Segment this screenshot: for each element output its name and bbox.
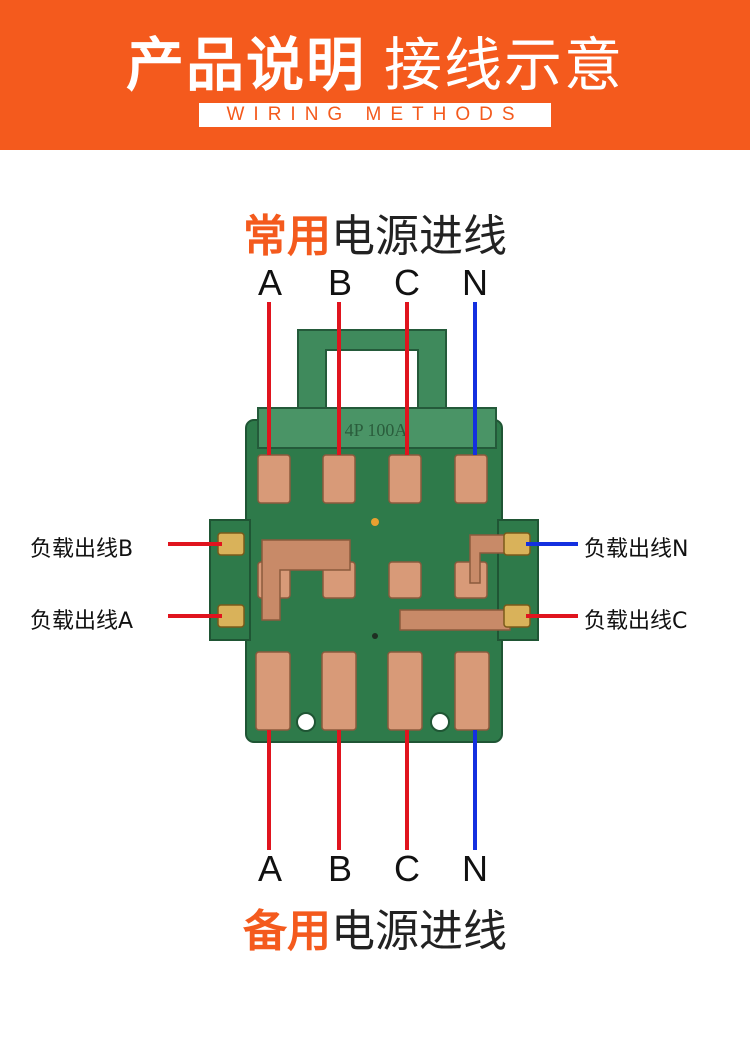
switch-top-bar (257, 407, 497, 449)
mount-hole-right (430, 712, 450, 732)
top-phase-a-label: A (257, 262, 282, 303)
load-output-a-label: 负载出线A (30, 609, 134, 634)
bottom-phase-n-label: N (462, 848, 488, 889)
busbar-right (399, 609, 511, 631)
indicator-dot (371, 518, 379, 526)
banner-title: 产品说明接线示意 (0, 18, 750, 102)
top-phase-n-label: N (462, 262, 488, 303)
banner-title-main: 产品说明 (125, 31, 366, 99)
backup-heading-highlight: 备用 (243, 906, 331, 957)
banner-title-sub: 接线示意 (384, 31, 625, 99)
banner-tagline: WIRING METHODS (199, 103, 551, 127)
backup-power-heading: 备用电源进线 (0, 895, 750, 959)
indicator-dot-lower (372, 633, 378, 639)
bottom-phase-c-label: C (394, 848, 420, 889)
header-banner: 产品说明接线示意 WIRING METHODS (0, 0, 750, 150)
primary-power-heading: 常用电源进线 (0, 200, 750, 264)
primary-heading-rest: 电源进线 (331, 211, 507, 262)
load-output-c-label: 负载出线C (584, 609, 688, 634)
load-output-b-label: 负载出线B (30, 537, 134, 562)
device-marking: 4P 100A (345, 420, 408, 440)
primary-heading-highlight: 常用 (243, 211, 331, 262)
bottom-contacts (255, 651, 490, 731)
top-phase-c-label: C (394, 262, 420, 303)
top-phase-b-label: B (327, 262, 352, 303)
switch-handle (297, 329, 447, 421)
mount-hole-left (296, 712, 316, 732)
bottom-phase-b-label: B (327, 848, 352, 889)
backup-heading-rest: 电源进线 (331, 906, 507, 957)
load-output-n-label: 负载出线N (584, 537, 689, 562)
top-contacts (257, 454, 488, 504)
bottom-phase-a-label: A (257, 848, 282, 889)
busbar-left (261, 539, 351, 621)
